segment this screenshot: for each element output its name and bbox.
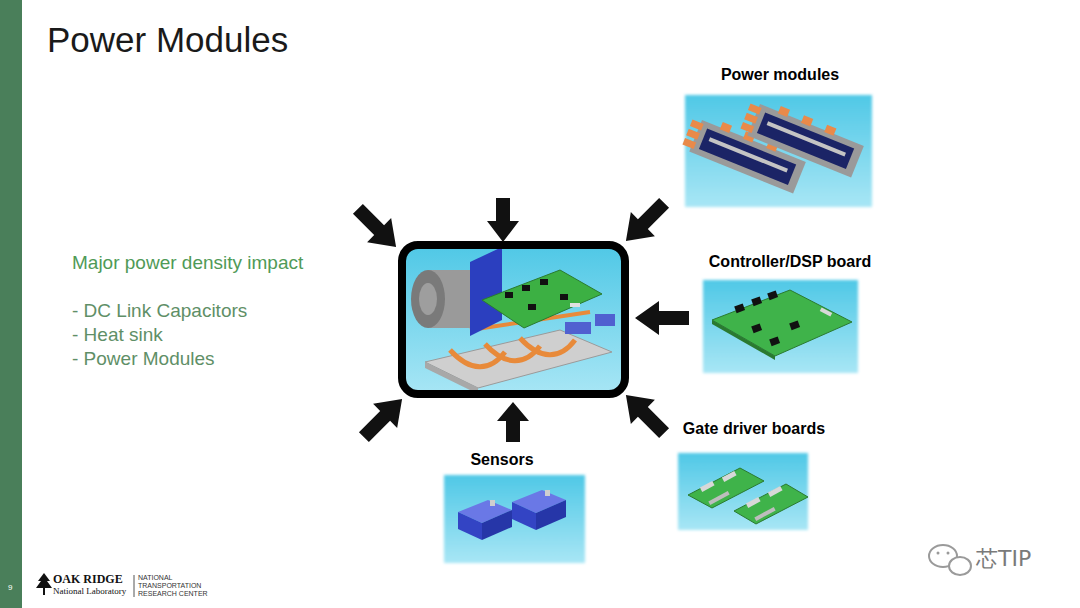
image-panel-node: Sensors [442,451,562,565]
inverter-assembly [411,247,615,394]
inverter-assembly [540,279,548,285]
panel-heading: Gate driver boards [669,420,839,438]
gate-driver-drawing [708,491,729,505]
power-module-drawing [778,106,790,117]
controller-board-drawing [789,320,800,330]
center-name: NATIONAL [138,574,173,582]
image-panel-node: Controller/DSP board [690,253,890,375]
sensor-drawing [490,500,495,506]
gate-driver-drawing [688,468,764,508]
inverter-assembly [565,322,591,334]
image-panel-node: Power modules [680,66,880,209]
inverter-assembly [520,338,575,355]
sensor-drawing [482,510,512,540]
power-module-drawing [824,125,836,136]
power-module-drawing [757,113,854,169]
gate-driver-drawing [722,471,737,482]
inward-arrow [614,383,676,445]
gate-driver-drawing [734,484,808,524]
page-number: 9 [8,584,12,593]
image-panel [444,475,585,563]
image-panel-node: Gate driver boards [669,420,839,532]
controller-board-drawing [751,296,762,306]
controller-board-drawing [712,290,852,360]
inverter-assembly [528,304,536,310]
inward-arrow [487,198,519,242]
panel-heading: Controller/DSP board [690,253,890,271]
power-module-drawing [686,129,700,140]
sensor-drawing [458,490,566,540]
logo-name: OAK RIDGE [53,573,123,587]
inverter-assembly [411,270,445,328]
inverter-assembly [522,285,530,291]
image-panel [678,453,808,530]
inward-arrow [635,301,689,335]
slide-title: Power Modules [47,20,288,60]
power-module-drawing [747,104,864,177]
power-module-drawing [720,122,732,133]
power-module-drawing [744,113,758,124]
controller-board-drawing [820,307,832,316]
inverter-assembly [505,292,513,298]
gate-driver-drawing [754,507,775,521]
power-module-drawing [801,115,813,126]
image-panel [703,280,858,373]
controller-board-drawing [767,290,778,300]
inverter-assembly [570,303,580,307]
gate-driver-drawing [746,497,761,508]
wechat-icon [929,545,971,575]
power-module-drawing [739,95,866,177]
inward-arrow [346,191,689,449]
inverter-assembly [402,245,625,394]
side-bar [0,0,22,608]
sensor-drawing [536,500,566,530]
gate-driver-drawing [768,486,783,497]
power-module-drawing [740,122,754,133]
image-panel [685,95,872,207]
inverter-assembly [595,314,615,326]
inward-arrow [346,197,408,259]
inverter-assembly [560,294,568,300]
gate-driver-drawing [688,468,808,524]
panel-heading: Sensors [442,451,562,469]
center-name: TRANSPORTATION [138,582,201,590]
inverter-assembly [402,245,625,394]
inverter-assembly [470,247,502,336]
wechat-icon [947,552,950,555]
controller-board-drawing [712,320,775,360]
inverter-assembly [419,283,437,315]
controller-board-drawing [751,323,762,333]
controller-board-drawing [712,290,852,356]
controller-board-drawing [769,336,780,346]
bullet-item: - DC Link Capacitors [72,300,247,322]
bullet-item: - Power Modules [72,348,215,370]
sensor-drawing [545,490,550,496]
oak-tree-logo [36,573,52,595]
sensor-drawing [458,512,482,540]
oak-tree-logo [36,573,52,595]
logo-divider [134,575,135,597]
wechat-icon [937,552,940,555]
watermark: 芯TIP [976,546,1031,571]
inward-arrow [352,387,414,449]
sensor-drawing [512,502,536,530]
controller-board-drawing [734,303,745,313]
bullet-item: - Heat sink [72,324,163,346]
power-module-drawing [748,103,762,114]
inverter-assembly [482,270,602,328]
panel-heading: Power modules [680,66,880,84]
power-module-drawing [681,95,866,193]
lead-text: Major power density impact [72,252,303,274]
inward-arrow [497,402,529,442]
inward-arrow [614,191,676,253]
power-module-drawing [690,119,704,130]
center-name: RESEARCH CENTER [138,590,208,598]
gate-driver-drawing [700,481,715,492]
inverter-assembly [402,245,625,394]
power-module-drawing [682,138,696,149]
power-module-drawing [767,121,846,156]
wechat-icon [949,557,971,575]
logo-subname: National Laboratory [53,587,126,597]
